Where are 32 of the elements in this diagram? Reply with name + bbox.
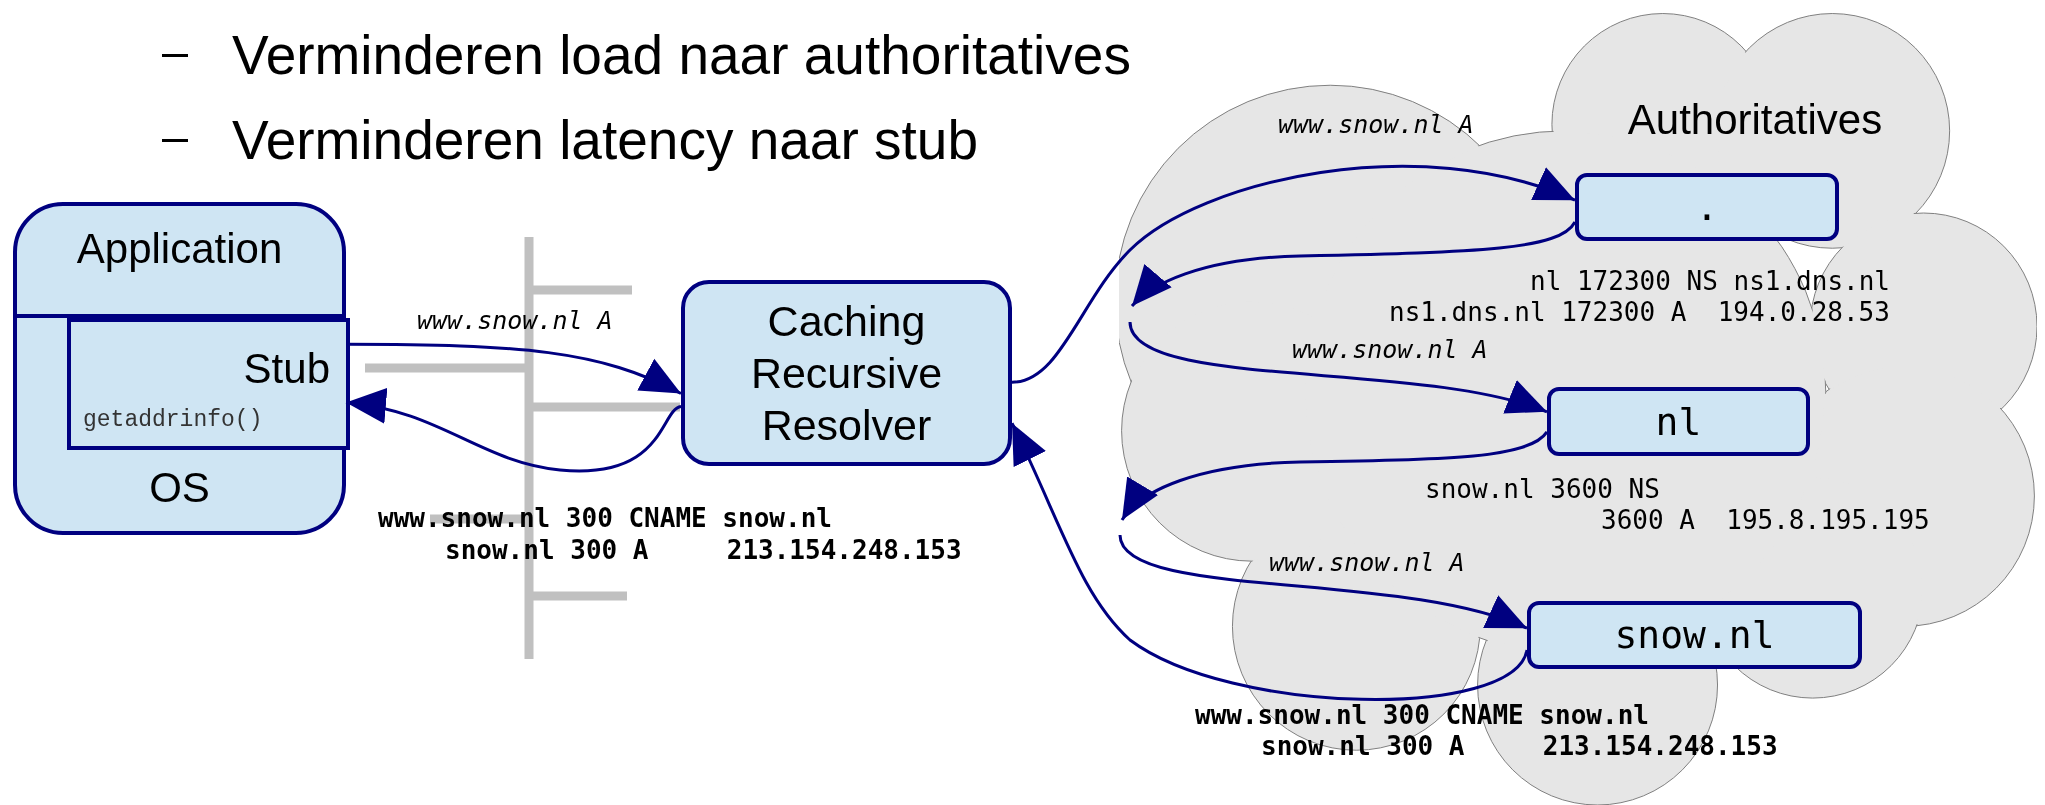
dns-record: snow.nl 300 A 213.154.248.153 bbox=[445, 535, 962, 566]
server-label: . bbox=[1695, 184, 1719, 230]
dns-record: ns1.dns.nl 172300 A 194.0.28.53 bbox=[1389, 297, 1890, 328]
server-label: snow.nl bbox=[1614, 612, 1775, 658]
function-name: getaddrinfo() bbox=[83, 406, 263, 434]
arrow bbox=[1120, 430, 1549, 521]
stub-box bbox=[67, 318, 350, 450]
dns-record: www.snow.nl 300 CNAME snow.nl bbox=[378, 503, 832, 534]
edge-label: www.snow.nl A bbox=[1278, 110, 1474, 140]
arrow bbox=[345, 389, 682, 473]
resolver-label: Caching Recursive Resolver bbox=[749, 296, 944, 451]
dns-record: www.snow.nl 300 CNAME snow.nl bbox=[1195, 700, 1649, 731]
server-label: nl bbox=[1655, 398, 1702, 445]
arrow bbox=[1130, 221, 1577, 308]
arrow bbox=[1010, 422, 1529, 701]
cloud-title: Authoritatives bbox=[1626, 95, 1884, 145]
edge-label: www.snow.nl A bbox=[1269, 548, 1465, 578]
bullet-text: Verminderen latency naar stub bbox=[232, 108, 978, 173]
dns-record: nl 172300 NS ns1.dns.nl bbox=[1530, 266, 1891, 297]
edge-label: www.snow.nl A bbox=[1292, 335, 1488, 365]
application-label: Application bbox=[75, 224, 284, 274]
edge-label: www.snow.nl A bbox=[417, 306, 613, 336]
resolver-box bbox=[681, 280, 1012, 466]
dns-record: snow.nl 3600 NS bbox=[1425, 474, 1660, 505]
server-box bbox=[1527, 601, 1862, 669]
stub-label: Stub bbox=[243, 344, 330, 394]
dns-record: snow.nl 300 A 213.154.248.153 bbox=[1261, 731, 1778, 762]
bullet-text: Verminderen load naar authoritatives bbox=[232, 23, 1131, 88]
os-label: OS bbox=[148, 463, 211, 513]
dns-record: 3600 A 195.8.195.195 bbox=[1601, 505, 1930, 536]
arrow bbox=[1118, 534, 1528, 632]
arrow bbox=[1011, 164, 1576, 384]
